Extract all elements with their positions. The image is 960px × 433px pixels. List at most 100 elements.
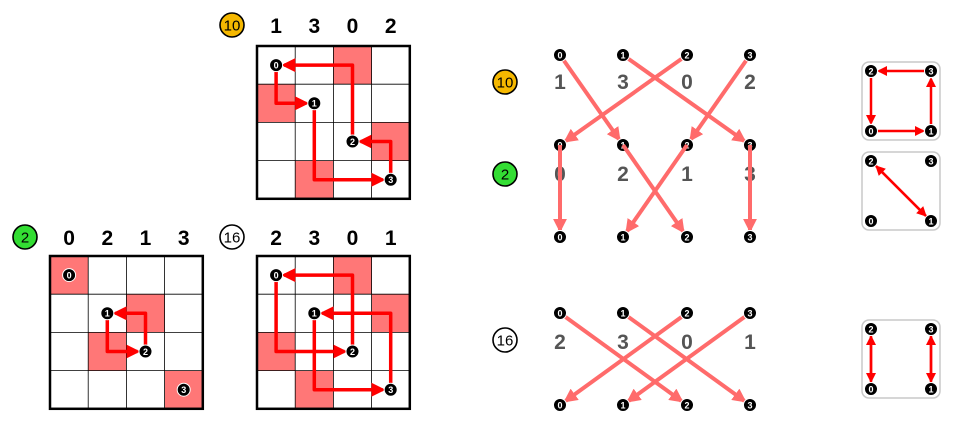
node-label: 1 bbox=[620, 50, 625, 60]
mapping-arrow bbox=[558, 53, 621, 142]
cycle-arrow bbox=[870, 160, 927, 217]
node-label: 2 bbox=[684, 232, 689, 242]
node-circle bbox=[864, 124, 878, 138]
badge-label: 10 bbox=[497, 75, 514, 92]
mapping-arrow bbox=[563, 53, 689, 143]
path-arrow bbox=[112, 306, 148, 352]
node-label: 2 bbox=[684, 50, 689, 60]
badge-circle bbox=[492, 327, 518, 353]
mapping-label: 2 bbox=[554, 331, 566, 354]
mapping-arrow bbox=[558, 311, 684, 403]
mapping-label: 0 bbox=[681, 71, 693, 94]
node-circle bbox=[307, 306, 322, 321]
node-label: 3 bbox=[747, 308, 752, 318]
column-header: 0 bbox=[347, 15, 359, 38]
node-label: 1 bbox=[620, 232, 625, 242]
node-label: 1 bbox=[312, 309, 317, 319]
path-arrow bbox=[274, 65, 310, 111]
grid-border bbox=[255, 254, 412, 411]
node-circle bbox=[743, 48, 757, 62]
mapping-label: 1 bbox=[744, 331, 756, 354]
node-circle bbox=[864, 64, 878, 78]
path-arrow bbox=[105, 313, 141, 359]
badge-circle bbox=[219, 224, 245, 250]
mapping-label: 1 bbox=[554, 71, 566, 94]
column-header: 0 bbox=[347, 227, 359, 250]
mapping-arrow bbox=[563, 311, 689, 403]
badge-label: 16 bbox=[224, 230, 241, 247]
badge-label: 10 bbox=[224, 18, 241, 35]
column-header: 1 bbox=[140, 227, 152, 250]
node-circle bbox=[924, 214, 938, 228]
node-circle bbox=[307, 96, 322, 111]
badge-circle bbox=[492, 69, 518, 95]
node-label: 1 bbox=[928, 216, 933, 226]
path-arrow bbox=[312, 313, 386, 397]
mapping-label: 2 bbox=[744, 71, 756, 94]
path-arrow bbox=[357, 134, 393, 180]
path-arrow bbox=[319, 306, 393, 390]
node-circle bbox=[680, 398, 694, 412]
column-header: 2 bbox=[101, 227, 113, 250]
node-label: 0 bbox=[868, 384, 873, 394]
node-circle bbox=[924, 64, 938, 78]
node-circle bbox=[864, 214, 878, 228]
node-circle bbox=[616, 230, 630, 244]
column-header: 3 bbox=[308, 227, 320, 250]
node-label: 1 bbox=[105, 309, 110, 319]
mapping-label: 0 bbox=[681, 331, 693, 354]
mapping-label: 3 bbox=[617, 71, 629, 94]
cycle-box-frame bbox=[861, 61, 941, 141]
node-circle bbox=[345, 344, 360, 359]
node-label: 2 bbox=[684, 400, 689, 410]
node-circle bbox=[553, 306, 567, 320]
node-circle bbox=[553, 398, 567, 412]
node-label: 0 bbox=[868, 126, 873, 136]
node-circle bbox=[553, 230, 567, 244]
mapping-arrow bbox=[621, 143, 685, 234]
node-circle bbox=[345, 134, 360, 149]
node-circle bbox=[743, 230, 757, 244]
node-circle bbox=[864, 154, 878, 168]
column-header: 0 bbox=[63, 227, 75, 250]
path-arrow bbox=[274, 275, 348, 359]
node-circle bbox=[138, 344, 153, 359]
node-circle bbox=[680, 230, 694, 244]
grid-border bbox=[255, 44, 412, 201]
node-label: 3 bbox=[747, 50, 752, 60]
mapping-label: 1 bbox=[681, 163, 693, 186]
node-label: 1 bbox=[928, 126, 933, 136]
column-header: 3 bbox=[178, 227, 190, 250]
badge-label: 2 bbox=[21, 230, 29, 247]
path-arrow bbox=[312, 103, 386, 187]
column-header: 3 bbox=[308, 15, 320, 38]
node-label: 0 bbox=[67, 270, 72, 280]
mapping-arrow bbox=[626, 311, 752, 403]
node-label: 3 bbox=[388, 385, 393, 395]
node-label: 3 bbox=[181, 385, 186, 395]
mapping-arrow bbox=[689, 53, 752, 142]
node-circle bbox=[383, 382, 398, 397]
node-circle bbox=[743, 306, 757, 320]
node-label: 0 bbox=[557, 50, 562, 60]
node-label: 0 bbox=[557, 308, 562, 318]
grid-border bbox=[48, 254, 205, 411]
node-label: 1 bbox=[928, 384, 933, 394]
node-label: 3 bbox=[928, 66, 933, 76]
node-label: 1 bbox=[620, 308, 625, 318]
node-circle bbox=[269, 58, 284, 73]
mapping-label: 3 bbox=[617, 331, 629, 354]
node-circle bbox=[616, 48, 630, 62]
badge-label: 2 bbox=[501, 167, 509, 184]
node-label: 2 bbox=[684, 308, 689, 318]
node-label: 1 bbox=[620, 400, 625, 410]
node-circle bbox=[553, 48, 567, 62]
